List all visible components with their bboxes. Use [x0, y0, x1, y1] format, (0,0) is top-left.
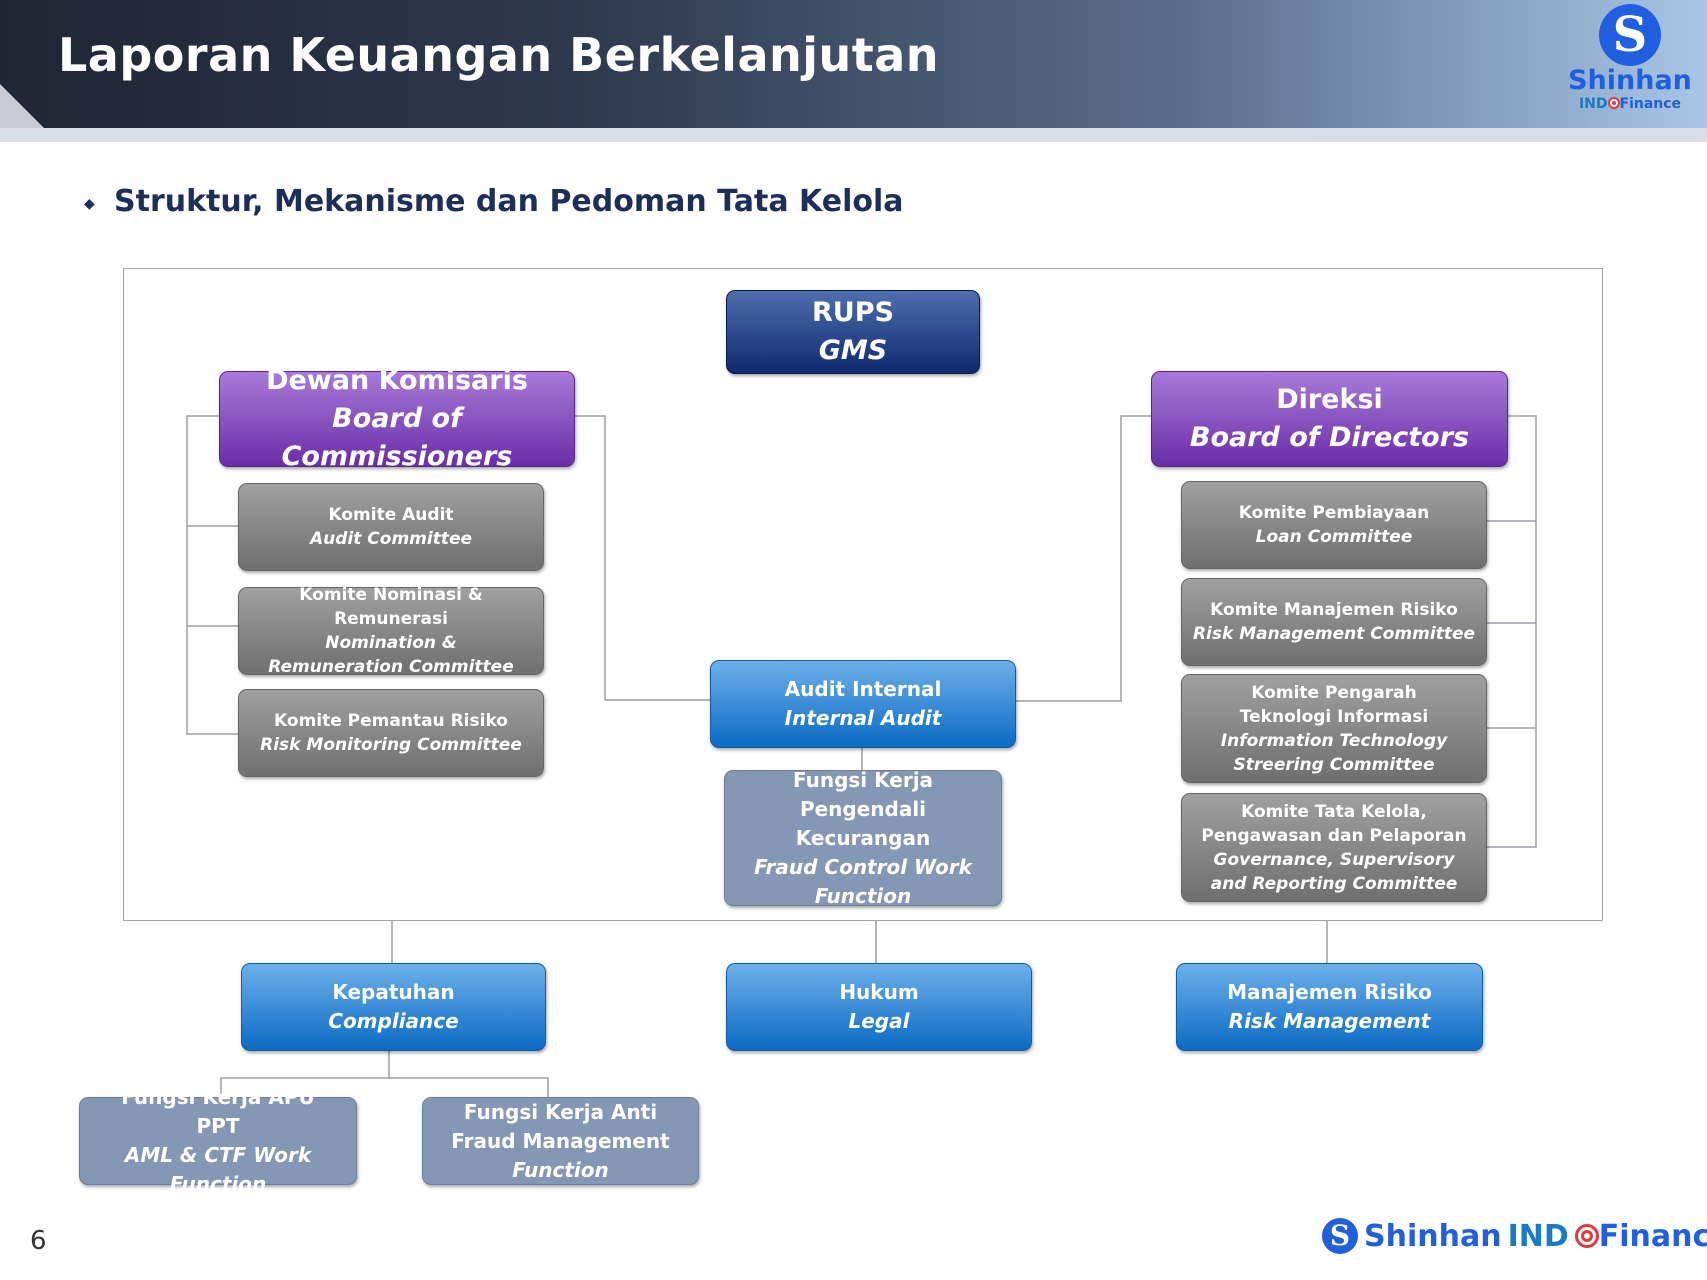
header-corner: [0, 84, 44, 128]
shinhan-emblem-icon: S: [1599, 4, 1661, 66]
governance-committee-box[interactable]: Komite Tata Kelola, Pengawasan dan Pelap…: [1181, 793, 1487, 902]
ring-icon: [1574, 1224, 1599, 1248]
org-frame: [123, 268, 1603, 921]
page-number: 6: [30, 1226, 47, 1256]
bullet-icon: ◆: [84, 196, 95, 212]
page-title: Laporan Keuangan Berkelanjutan: [58, 28, 940, 82]
header-bar: [0, 0, 1707, 128]
ring-icon: [1607, 97, 1620, 109]
shinhan-emblem-icon: S: [1322, 1218, 1358, 1254]
header-strip: [0, 128, 1707, 142]
logo-name: Shinhan: [1568, 65, 1692, 96]
section-subtitle: Struktur, Mekanisme dan Pedoman Tata Kel…: [114, 184, 904, 219]
